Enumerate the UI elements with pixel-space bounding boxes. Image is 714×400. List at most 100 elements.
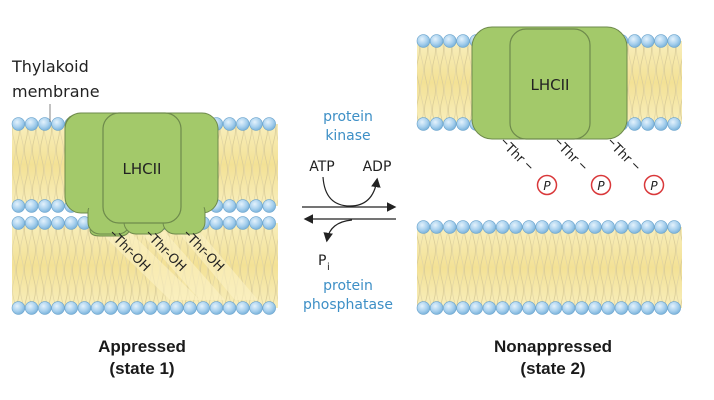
lipid-head [222,199,237,213]
lipid-head [456,34,470,48]
kinase-curved-arrow [322,176,381,207]
lipid-head [641,117,655,131]
lipid-head [456,301,470,315]
svg-text:Thr: Thr [501,140,528,167]
lipid-head [509,301,523,315]
svg-text:(state 2): (state 2) [520,359,585,378]
lipid-head [601,301,615,315]
reaction-scheme: protein kinase ATP ADP P i protein phosp… [302,109,397,313]
lipid-head [170,301,184,315]
svg-text:Nonappressed: Nonappressed [494,337,612,356]
lipid-head [627,220,642,234]
svg-text:i: i [327,262,330,273]
lipid-head [24,199,39,213]
lipid-head [482,301,497,315]
thr-phosphate-groups: Thr P Thr P Thr P [501,139,665,196]
lipid-head [209,301,224,315]
lipid-head [249,117,263,131]
lipid-head [667,34,681,48]
lipid-head [416,301,431,315]
lipid-head [667,220,681,234]
lipid-head [51,301,65,315]
lipid-head [236,301,250,315]
lipid-head [627,117,642,131]
lipid-head [104,301,118,315]
lhcii-label-left: LHCII [123,160,162,178]
lipid-head [429,117,444,131]
lipid-head [654,301,668,315]
lipid-head [627,34,642,48]
lipid-head [64,216,78,230]
lipid-head [667,301,681,315]
thr-p-group: Thr P [555,139,612,196]
svg-text:P: P [597,179,605,193]
lipid-head [443,117,457,131]
svg-text:kinase: kinase [325,128,370,144]
lipid-head [196,301,210,315]
lipid-head [469,220,483,234]
lipid-head [38,216,52,230]
lipid-head [443,220,457,234]
lipid-head [24,117,39,131]
lipid-head [416,34,431,48]
lipid-head [495,301,510,315]
adp-label: ADP [363,159,392,175]
phosphate-icon [536,174,558,196]
lipid-head [38,117,52,131]
lipid-head [222,301,237,315]
phosphate-icon [643,174,665,196]
lipid-head [38,199,52,213]
lipid-head [11,216,26,230]
lipid-head [429,220,444,234]
right-lower-bilayer [416,220,682,315]
lhcii-complex-right: LHCII [471,26,628,140]
lipid-head [641,301,655,315]
lipid-head [627,301,642,315]
lipid-head [262,117,276,131]
lipid-head [262,301,276,315]
lipid-head [601,220,615,234]
lipid-head [641,34,655,48]
svg-text:(state 1): (state 1) [109,359,174,378]
lipid-head [209,216,224,230]
thr-p-group: Thr P [608,139,665,196]
lipid-head [117,301,131,315]
phosphatase-curved-arrow [323,219,353,243]
lipid-head [482,220,497,234]
lipid-head [535,301,549,315]
protein-kinase-label: protein [323,109,373,125]
lipid-head [495,220,510,234]
lipid-head [588,301,602,315]
lipid-head [509,220,523,234]
lipid-head [469,301,483,315]
protein-phosphatase-label: protein [323,278,373,294]
svg-text:membrane: membrane [12,82,100,101]
atp-label: ATP [309,159,334,175]
lipid-head [38,301,52,315]
svg-text:Thr: Thr [608,140,635,167]
lipid-head [11,117,26,131]
lipid-head [614,220,629,234]
lipid-head [443,34,457,48]
lipid-head [24,301,39,315]
pi-label: P [318,253,326,269]
lipid-head [429,34,444,48]
lipid-head [561,220,576,234]
lipid-head [443,301,457,315]
lipid-head [614,301,629,315]
lipid-head [222,216,237,230]
lipid-head [548,301,563,315]
lipid-head [183,301,197,315]
lipid-head [222,117,237,131]
lipid-head [456,220,470,234]
svg-text:Thr: Thr [555,140,582,167]
lipid-head [654,34,668,48]
lhcii-label-right: LHCII [531,76,570,94]
lipid-head [575,220,589,234]
lipid-head [416,220,431,234]
svg-text:phosphatase: phosphatase [303,297,393,313]
thylakoid-membrane-label: Thylakoid membrane [11,57,100,122]
lipid-head [429,301,444,315]
lipid-head [561,301,576,315]
lipid-head [654,220,668,234]
